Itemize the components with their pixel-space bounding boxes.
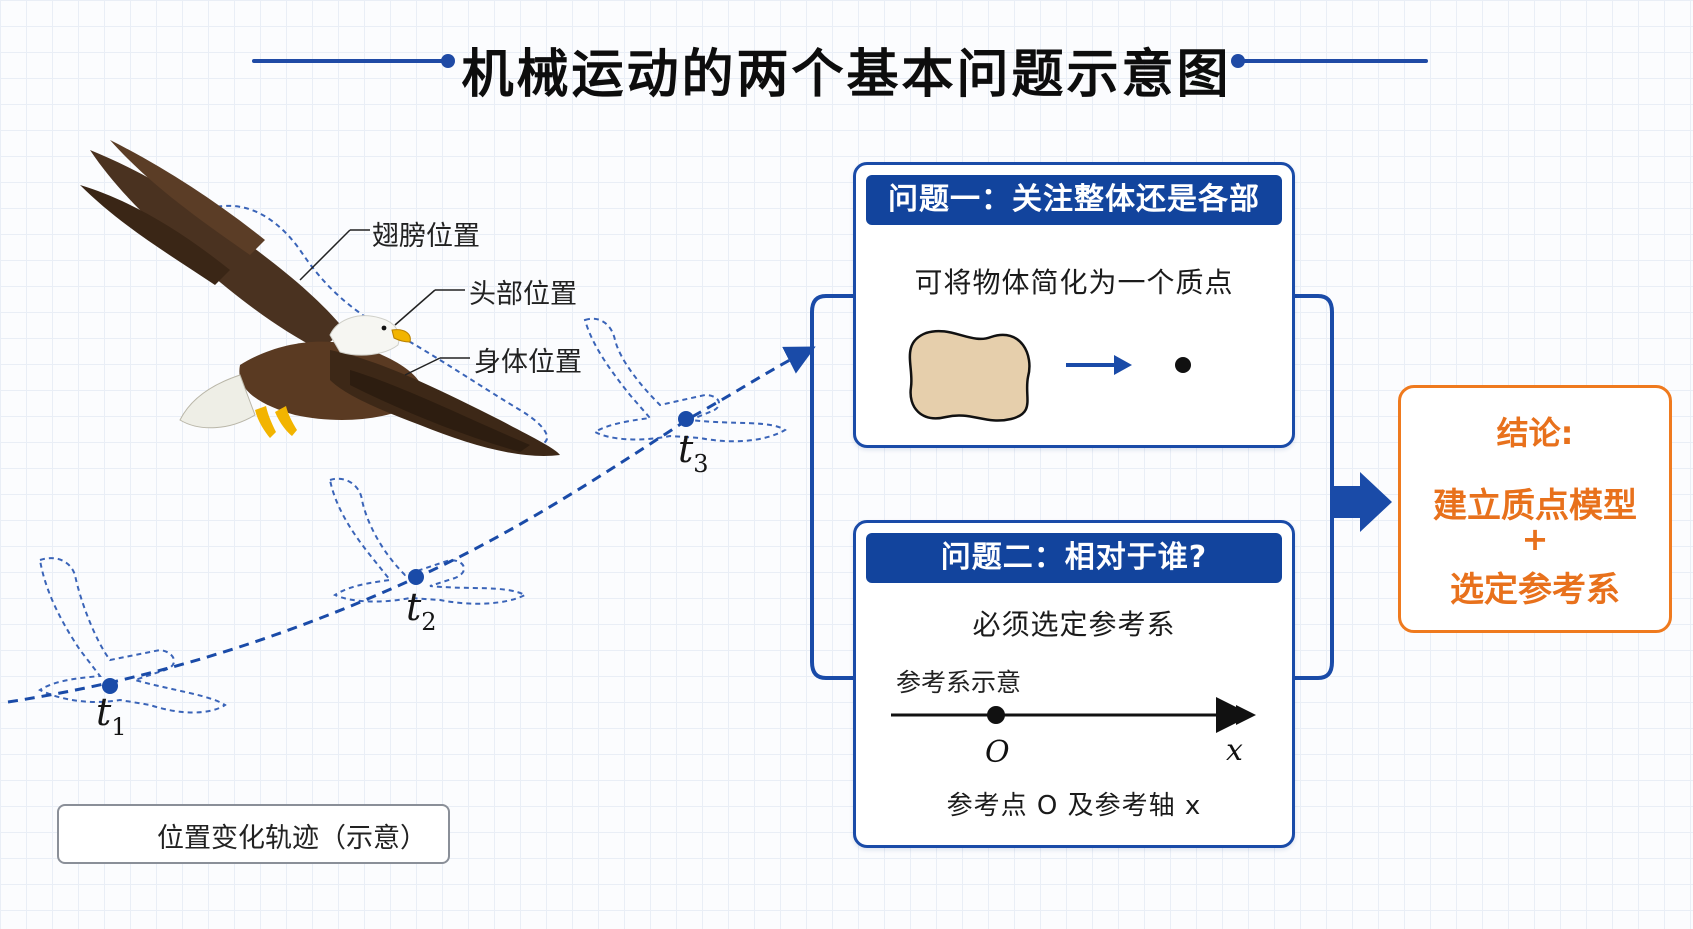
conclusion-line2: 选定参考系: [1450, 570, 1620, 610]
title-line-left: [252, 59, 448, 63]
reference-axis: [891, 697, 1256, 733]
callout-line-wing: [299, 229, 351, 281]
page-title: 机械运动的两个基本问题示意图: [461, 45, 1232, 105]
question2-header: 问题二：相对于谁?: [866, 533, 1282, 583]
title-dot-right: [1231, 54, 1245, 68]
time-label-t1: t1: [96, 690, 127, 741]
origin-point: [987, 706, 1005, 724]
time-label-t2: t2: [406, 585, 437, 636]
ghost-eagle-1: [38, 557, 227, 714]
question2-box: 问题二：相对于谁? 必须选定参考系 参考系示意 O x 参考点 O 及参考轴 x: [853, 520, 1295, 848]
callout-line-head: [394, 289, 436, 326]
particle-dot: [1175, 357, 1191, 373]
callout-head: 头部位置: [469, 279, 577, 310]
trajectory-point-t2: [408, 569, 424, 585]
ghost-eagle-3: [583, 317, 787, 443]
question1-box: 问题一：关注整体还是各部分? 可将物体简化为一个质点: [853, 162, 1295, 448]
origin-label: O: [985, 735, 1010, 770]
trajectory-point-t3: [678, 411, 694, 427]
question1-header: 问题一：关注整体还是各部分?: [866, 175, 1282, 267]
conclusion-box: 结论: 建立质点模型 + 选定参考系: [1398, 385, 1672, 633]
trajectory-path: [7, 346, 816, 704]
conclusion-plus: +: [1521, 520, 1549, 558]
right-bracket: [1289, 294, 1334, 680]
callout-line-body: [404, 357, 441, 376]
time-label-t3: t3: [678, 427, 709, 478]
question1-text: 可将物体简化为一个质点: [914, 266, 1234, 299]
reference-diagram-label: 参考系示意: [896, 668, 1022, 697]
title-dot-left: [441, 54, 455, 68]
question1-diagram: [908, 329, 1191, 422]
irregular-object-blob: [908, 329, 1031, 422]
x-axis-label: x: [1226, 733, 1243, 768]
callout-body: 身体位置: [474, 347, 582, 378]
big-arrow: [1332, 472, 1392, 532]
question2-text: 必须选定参考系: [972, 608, 1176, 641]
left-bracket: [810, 294, 853, 680]
title-line-right: [1240, 59, 1428, 63]
eagle-illustration: [80, 140, 560, 456]
legend-box: 位置变化轨迹（示意）: [57, 804, 450, 864]
conclusion-line1: 建立质点模型: [1433, 486, 1637, 526]
title-bar: 机械运动的两个基本问题示意图: [0, 22, 1693, 105]
trajectory-point-t1: [102, 678, 118, 694]
conclusion-title: 结论:: [1496, 414, 1574, 452]
legend-label: 位置变化轨迹（示意）: [157, 823, 427, 854]
reference-caption: 参考点 O 及参考轴 x: [946, 791, 1202, 821]
callout-wing: 翅膀位置: [372, 221, 480, 252]
